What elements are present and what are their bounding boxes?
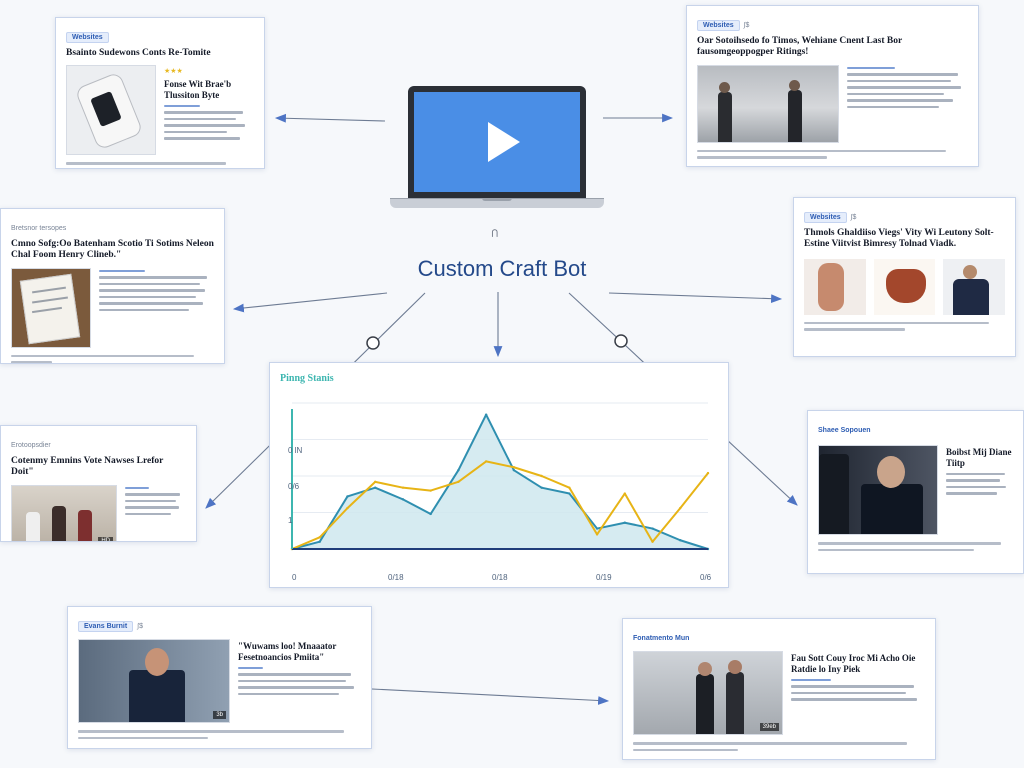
video-badge: 3b	[213, 711, 226, 719]
chart-area-series-1	[292, 414, 708, 549]
hub-title: Custom Craft Bot	[417, 256, 587, 281]
card-title[interactable]: Cotenmy Emnins Vote Nawses Lrefor Doit"	[11, 456, 164, 478]
card-title[interactable]: Boibst Mij Diane Tiitp	[946, 447, 1012, 468]
chart-point-series-2	[429, 489, 432, 492]
card-tag-suffix: ∫$	[850, 214, 857, 221]
card-tag-suffix: ∫$	[743, 22, 750, 29]
chart-point-series-2	[512, 466, 516, 469]
chart-line-series-2	[291, 460, 709, 550]
card-tag[interactable]: Websites	[66, 32, 109, 43]
article-card-mid-left[interactable]: Bretsnor tersopes Cmno Sofg:Oo Batenham …	[0, 208, 225, 364]
chart-point-series-1	[374, 486, 377, 489]
chart-point-series-2	[679, 506, 682, 510]
office-people-image[interactable]: HD	[11, 484, 117, 541]
card-title[interactable]: Oar Sotoihsedo fo Timos, Wehiane Cnent L…	[697, 36, 902, 58]
laptop-screen	[414, 92, 580, 192]
chart-point-series-1	[484, 413, 488, 416]
article-card-top-right[interactable]: Websites ∫$ Oar Sotoihsedo fo Timos, Weh…	[686, 5, 979, 167]
card-title[interactable]: "Wuwams loo! Mnaaator Fesetnoancios Pmii…	[238, 641, 337, 662]
chart-point-series-2	[595, 533, 599, 536]
rating-stars: ★★★	[164, 67, 183, 76]
chart-title: Pinng Stanis	[280, 373, 334, 384]
chart-point-series-2	[484, 460, 488, 463]
chart-point-series-2	[651, 540, 654, 543]
chart-point-series-1	[595, 527, 599, 530]
card-title[interactable]: Cmno Sofg:Oo Batenham Scotio Ti Sotims N…	[11, 239, 214, 261]
chart-y-tick-label: 0 lN	[288, 446, 302, 455]
play-icon[interactable]	[488, 122, 520, 162]
card-tag[interactable]: Websites	[697, 20, 740, 31]
chart-point-series-1	[401, 498, 405, 501]
two-men-standing-image[interactable]: 39eb	[633, 651, 783, 735]
chart-x-tick-label: 0	[292, 573, 297, 582]
laptop-lid	[408, 86, 586, 198]
connector-to-bottom-right	[371, 688, 610, 705]
document-papers-image[interactable]	[11, 267, 91, 348]
video-badge: 39eb	[759, 723, 779, 731]
laptop-notch	[482, 198, 512, 201]
chart-point-series-2	[318, 536, 321, 539]
video-badge: HD	[98, 536, 113, 541]
chart-point-series-2	[706, 471, 710, 475]
chart-point-series-2	[540, 474, 543, 478]
chart-point-series-1	[429, 512, 432, 516]
chart-point-series-1	[651, 527, 654, 530]
chart-point-series-1	[679, 539, 682, 542]
card-subhead: Fonse Wit Brae'b Tlussiton Byte	[164, 79, 232, 101]
chart-x-tick-label: 0/6	[700, 573, 712, 582]
article-card-bottom-right[interactable]: Fonatmento Mun 39eb Fau Sott Couy Iroc M…	[622, 618, 936, 760]
connector-to-mid-left	[232, 292, 388, 313]
article-card-right-person[interactable]: Shaee Sopouen Boibst Mij Diane Tiitp	[807, 410, 1024, 574]
chart-point-series-2	[346, 506, 349, 510]
handheld-device-image[interactable]	[66, 65, 156, 156]
chart-x-tick-label: 0/18	[492, 573, 508, 582]
chart-point-series-1	[512, 468, 516, 472]
card-tag: Fonatmento Mun	[633, 635, 690, 642]
chart-point-series-1	[540, 486, 543, 489]
chart-point-series-2	[374, 480, 377, 484]
chart-point-series-1	[568, 492, 571, 495]
three-products-image[interactable]	[804, 258, 1006, 315]
card-tag[interactable]: Evans Burnit	[78, 621, 134, 632]
paperclip-icon: ⊂	[488, 227, 503, 239]
chart-y-tick-label: 1	[288, 516, 293, 525]
article-card-bottom-left[interactable]: Evans Burnit ∫$ 3b "Wuwams loo! Mnaaator…	[67, 606, 372, 749]
card-tag[interactable]: Websites	[804, 212, 847, 223]
article-card-top-left[interactable]: Websites Bsainto Sudewons Conts Re-Tomit…	[55, 17, 265, 169]
card-tag: Shaee Sopouen	[818, 427, 871, 434]
man-in-suit-image[interactable]: 3b	[78, 639, 230, 723]
two-people-walking-image[interactable]	[697, 64, 839, 143]
line-chart: 0 lN 0/6 1 0 0/18 0/18 0/19 0/6	[288, 402, 712, 582]
connector-node	[614, 334, 628, 348]
video-laptop-illustration[interactable]	[390, 86, 604, 216]
chart-y-tick-label: 0/6	[288, 482, 300, 491]
card-tag: Bretsnor tersopes	[11, 225, 67, 232]
card-tag-suffix: ∫$	[137, 623, 143, 630]
chart-line-series-1	[291, 413, 709, 550]
chart-point-series-2	[568, 486, 571, 489]
chart-x-tick-label: 0/18	[388, 573, 404, 582]
chart-point-series-1	[623, 521, 626, 524]
speaker-portrait-image[interactable]	[818, 445, 938, 535]
connector-node	[366, 336, 380, 350]
card-tag: Erotoopsdier	[11, 442, 51, 449]
chart-point-series-1	[457, 468, 460, 472]
article-card-mid-right[interactable]: Websites ∫$ Thmols Ghaldiiso Viegs' Vity…	[793, 197, 1016, 357]
chart-point-series-1	[318, 540, 321, 543]
chart-point-series-2	[401, 486, 405, 489]
card-title[interactable]: Fau Sott Couy Iroc Mi Acho Oie Ratdie lo…	[791, 653, 916, 674]
connector-to-top-left	[274, 113, 386, 123]
chart-point-series-1	[346, 495, 349, 498]
chart-point-series-2	[457, 480, 460, 484]
chart-x-tick-label: 0/19	[596, 573, 612, 582]
chart-point-series-2	[623, 492, 626, 495]
card-title[interactable]: Thmols Ghaldiiso Viegs' Vity Wi Leutony …	[804, 228, 994, 250]
connector-to-mid-right	[608, 292, 783, 304]
chart-card[interactable]: 0 lN 0/6 1 0 0/18 0/18 0/19 0/6 Pinng Stanis	[269, 362, 729, 588]
article-card-left-small[interactable]: Erotoopsdier Cotenmy Emnins Vote Nawses …	[0, 425, 197, 542]
card-title[interactable]: Bsainto Sudewons Conts Re-Tomite	[66, 48, 211, 58]
